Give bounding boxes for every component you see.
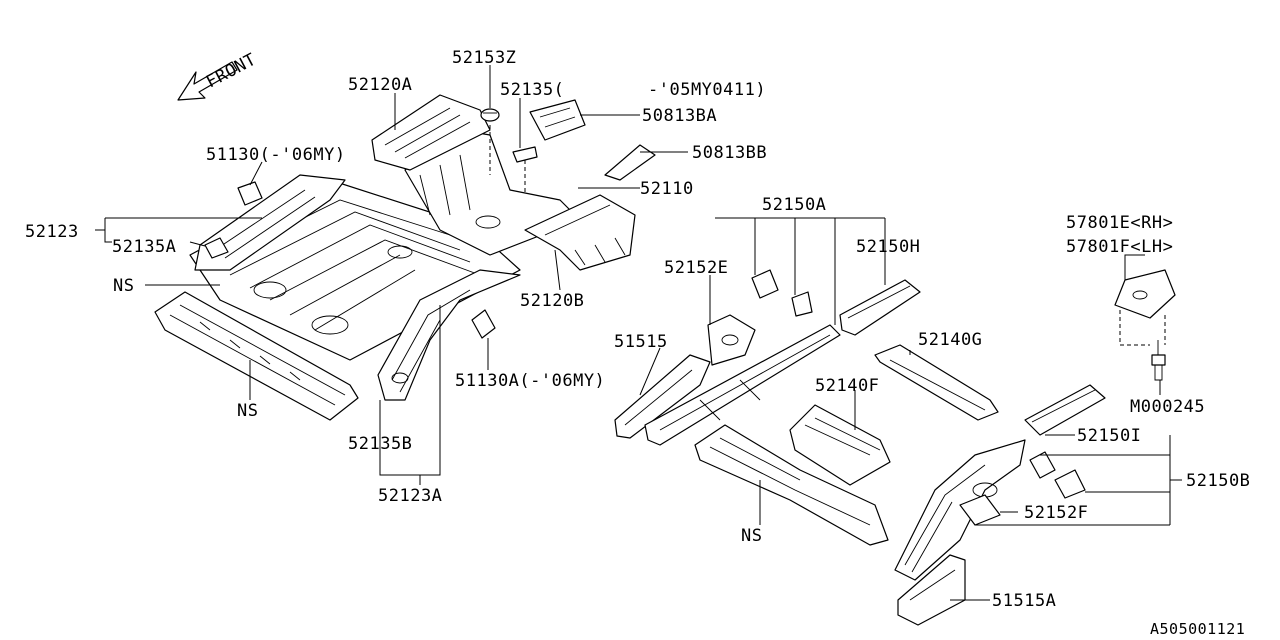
- front-arrow-icon: [177, 61, 238, 101]
- label-52123: 52123: [25, 222, 79, 242]
- label-52135A: 52135A: [112, 237, 176, 257]
- side-frame-rear-right: [377, 269, 521, 401]
- floor-frame-center: [694, 424, 889, 546]
- label-52152E: 52152E: [664, 258, 728, 278]
- front-label: FRONT: [203, 50, 260, 93]
- gusset-52152F: [959, 494, 1001, 526]
- floor-panel-52120A: [371, 94, 491, 171]
- label-52150B: 52150B: [1186, 471, 1250, 491]
- label-51515A: 51515A: [992, 591, 1056, 611]
- label-52150I: 52150I: [1077, 426, 1141, 446]
- label-52153Z: 52153Z: [452, 48, 516, 68]
- rear-crossmember-left: [154, 291, 359, 421]
- label-51130: 51130(-'06MY): [206, 145, 346, 165]
- label-51515: 51515: [614, 332, 668, 352]
- side-sill-rear-left: [194, 174, 346, 271]
- label-50813BA: 50813BA: [642, 106, 717, 126]
- grommet-52153Z: [480, 108, 500, 122]
- bracket-50813BB: [604, 144, 656, 181]
- side-member-inner-52150A: [644, 324, 841, 446]
- label-M000245: M000245: [1130, 397, 1205, 417]
- label-52123A: 52123A: [378, 486, 442, 506]
- label-57801F: 57801F<LH>: [1066, 237, 1173, 257]
- label-52152F: 52152F: [1024, 503, 1088, 523]
- bolt-M000245: [1151, 340, 1166, 381]
- bracket-50813BA: [529, 99, 586, 141]
- label-52135B: 52135B: [348, 434, 412, 454]
- channel-52150I: [1024, 384, 1106, 436]
- crossmember-52140G: [874, 344, 999, 421]
- bracket-52150B-small-2: [1054, 469, 1086, 499]
- label-52135-range-end: -'05MY0411): [648, 80, 766, 100]
- label-52140G: 52140G: [918, 330, 982, 350]
- label-50813BB: 50813BB: [692, 143, 767, 163]
- bracket-52150A-small-1: [751, 269, 779, 299]
- label-ns-center: NS: [741, 526, 762, 546]
- label-51130A: 51130A(-'06MY): [455, 371, 605, 391]
- diagram-id: A505001121: [1150, 620, 1245, 638]
- label-52140F: 52140F: [815, 376, 879, 396]
- leader-lines: [95, 65, 1182, 601]
- label-ns-crossmember: NS: [237, 401, 258, 421]
- label-52110: 52110: [640, 179, 694, 199]
- side-member-51515: [614, 354, 711, 439]
- label-52120B: 52120B: [520, 291, 584, 311]
- label-52120A: 52120A: [348, 75, 412, 95]
- label-ns-left: NS: [113, 276, 134, 296]
- bracket-57801: [1114, 269, 1176, 319]
- side-member-right-52150B: [894, 439, 1026, 581]
- crossmember-52140F: [789, 404, 891, 486]
- label-57801E: 57801E<RH>: [1066, 213, 1173, 233]
- bracket-52150A-small-2: [791, 291, 813, 317]
- bracket-52135A: [204, 237, 229, 259]
- bracket-51130: [237, 181, 263, 206]
- label-52150A: 52150A: [762, 195, 826, 215]
- bracket-51130A: [471, 309, 496, 339]
- label-52135: 52135(: [500, 80, 564, 100]
- bracket-52150B-small-1: [1029, 451, 1056, 479]
- label-52150H: 52150H: [856, 237, 920, 257]
- bracket-52135: [512, 146, 538, 163]
- floor-panel-52120B: [524, 194, 636, 271]
- gusset-52152E: [707, 314, 756, 366]
- channel-52150H: [839, 279, 921, 336]
